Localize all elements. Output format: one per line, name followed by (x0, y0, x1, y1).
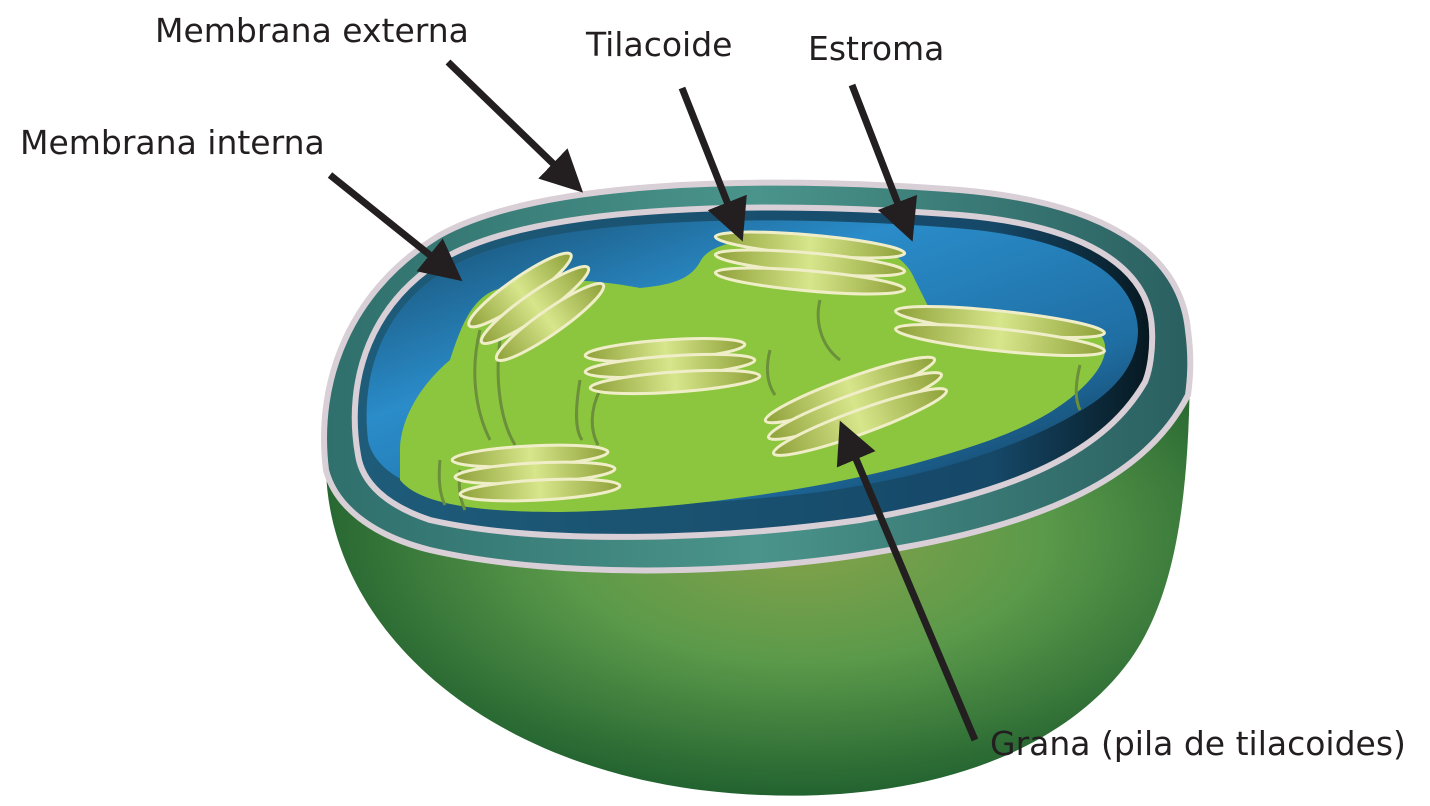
grana-label: Grana (pila de tilacoides) (990, 727, 1406, 760)
arrow-outer-membrane (448, 62, 568, 178)
inner-membrane-label: Membrana interna (20, 126, 325, 159)
outer-membrane-label: Membrana externa (155, 14, 469, 47)
thylakoid-label: Tilacoide (586, 28, 732, 61)
arrow-inner-membrane (330, 175, 446, 268)
stroma-label: Estroma (808, 32, 944, 65)
